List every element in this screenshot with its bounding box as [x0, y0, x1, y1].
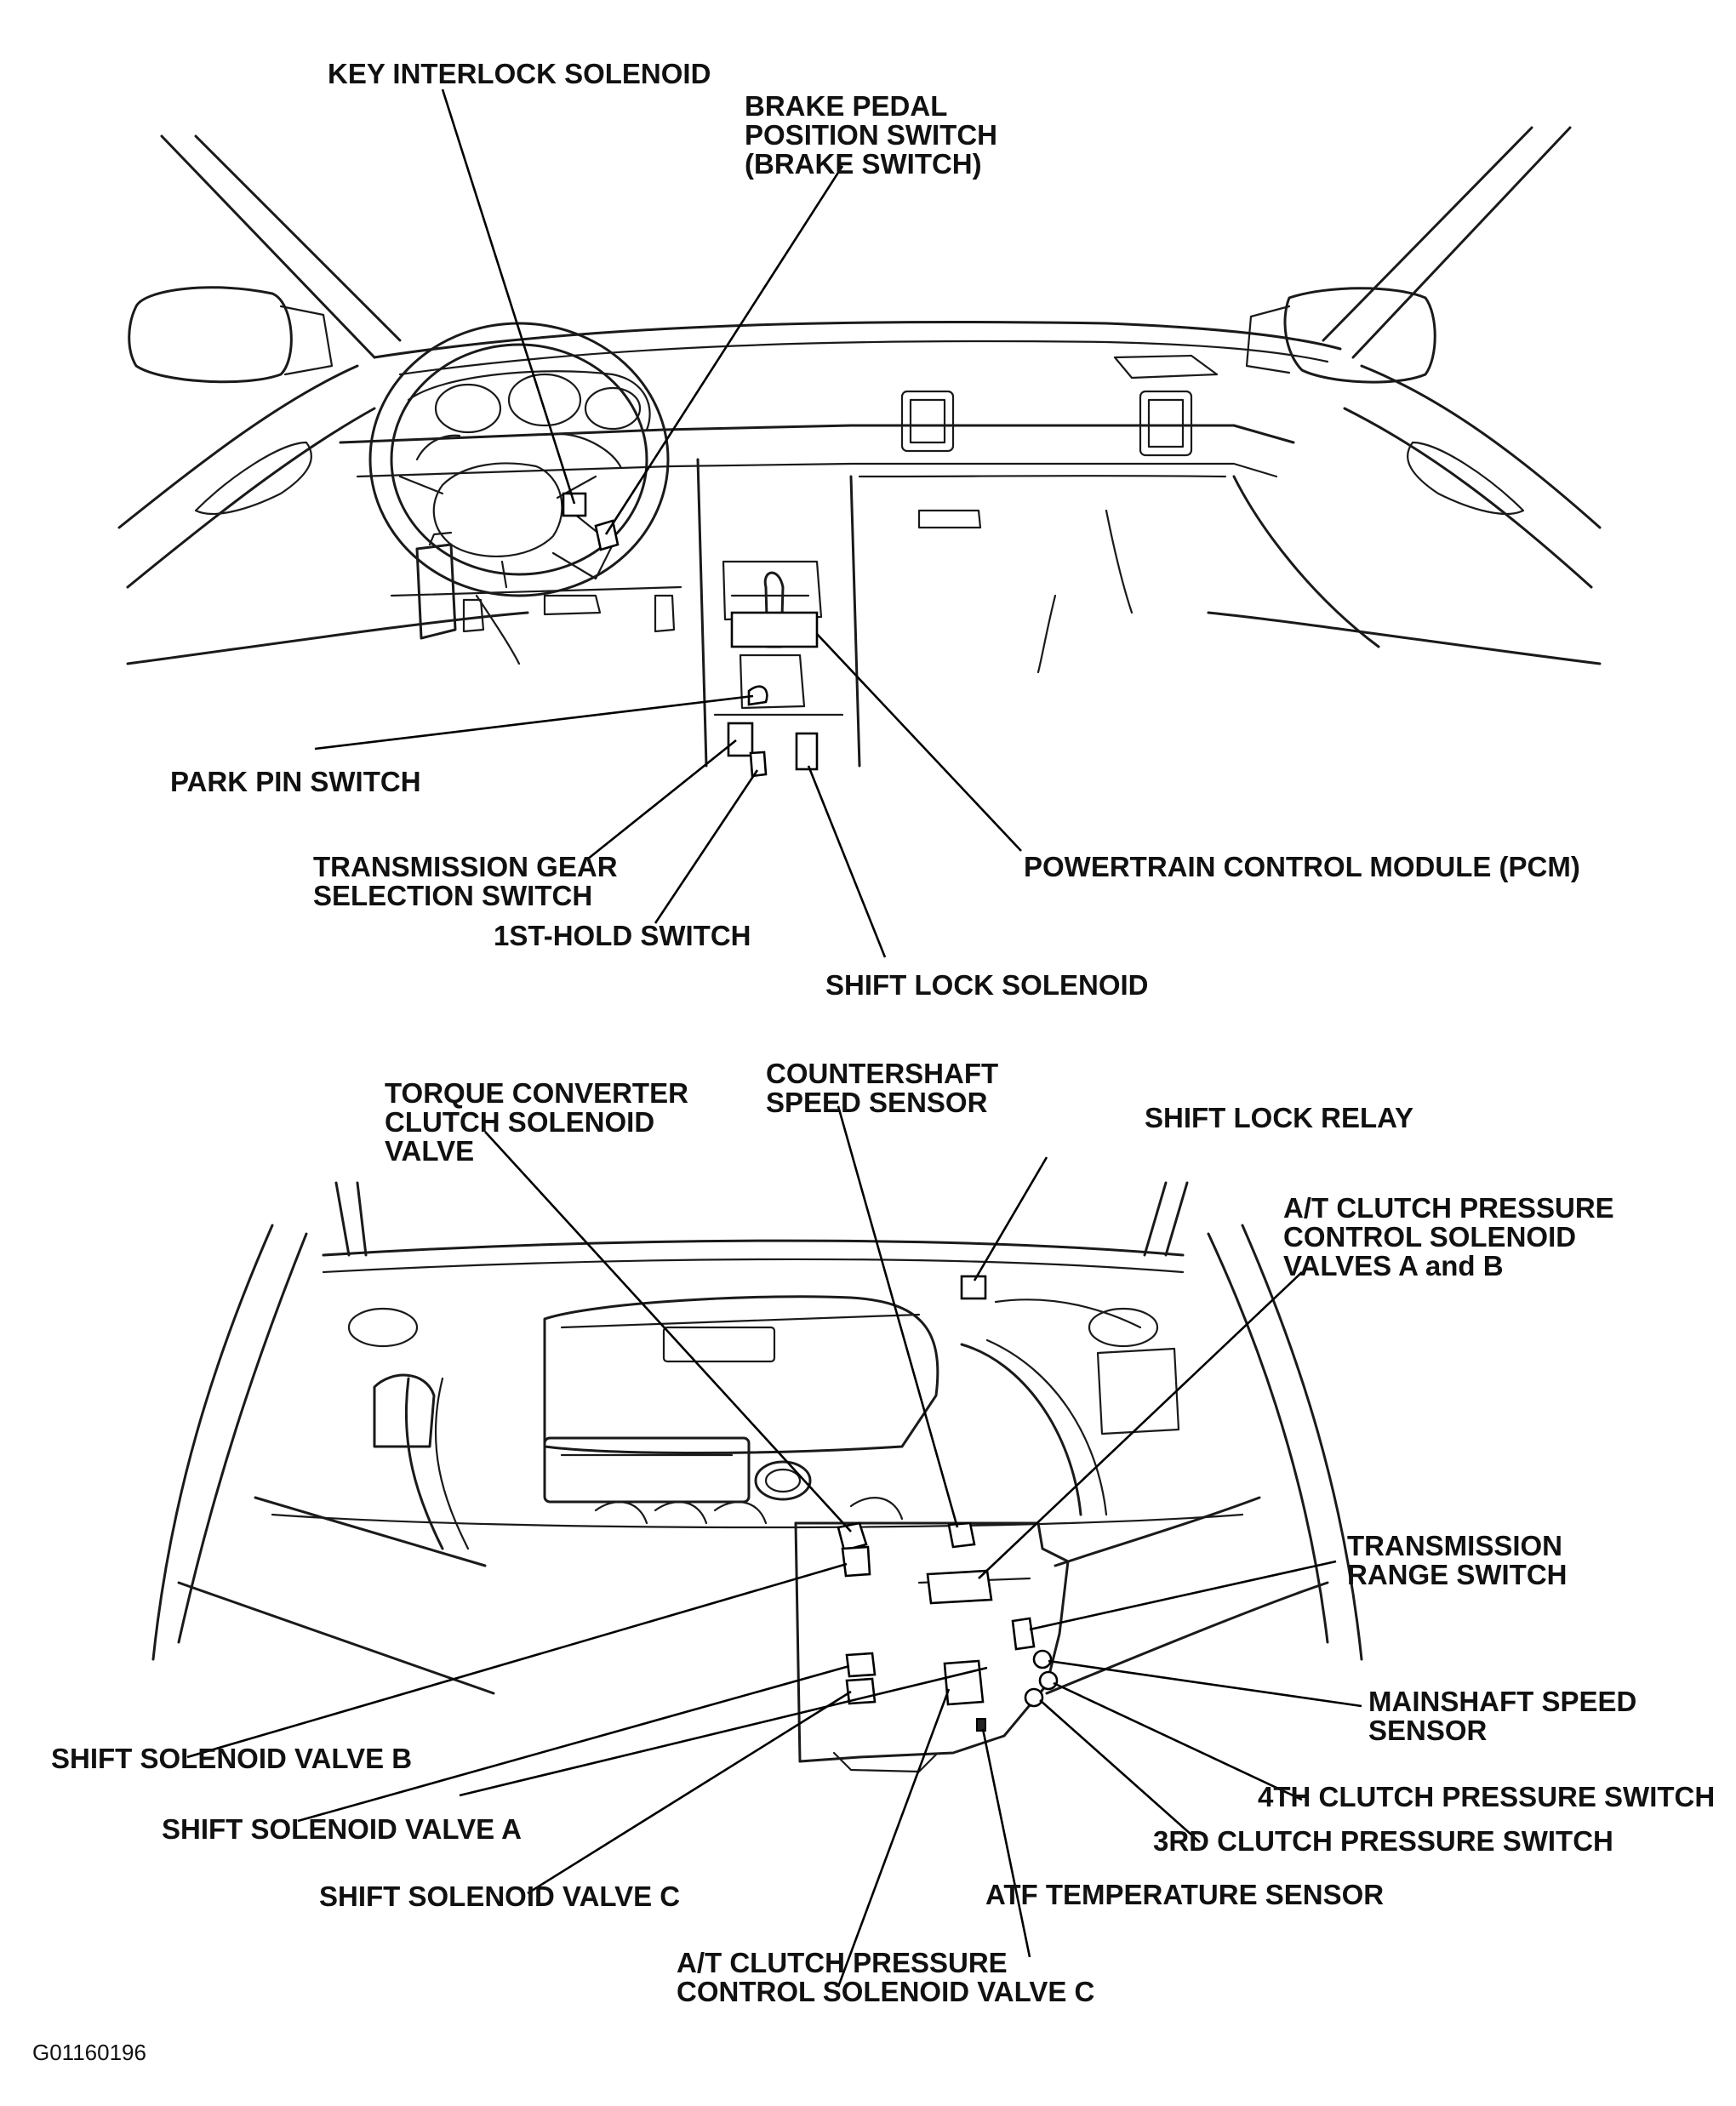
label-line: MAINSHAFT SPEED — [1368, 1686, 1637, 1717]
label-line: A/T CLUTCH PRESSURE — [677, 1947, 1008, 1978]
label-mainshaft-speed-sensor: MAINSHAFT SPEED SENSOR — [1368, 1687, 1636, 1745]
label-shift-lock-solenoid: SHIFT LOCK SOLENOID — [825, 969, 1149, 1001]
label-fourth-clutch-pressure-switch: 4TH CLUTCH PRESSURE SWITCH — [1258, 1781, 1716, 1812]
third-clutch-pressure-switch-part — [1024, 1687, 1044, 1708]
label-atf-temperature-sensor: ATF TEMPERATURE SENSOR — [985, 1879, 1385, 1910]
label-line: SPEED SENSOR — [766, 1087, 988, 1118]
label-line: TRANSMISSION — [1347, 1530, 1563, 1561]
label-third-clutch-pressure-switch: 3RD CLUTCH PRESSURE SWITCH — [1153, 1825, 1613, 1857]
key-interlock-solenoid-part — [562, 492, 587, 517]
shift-lock-solenoid-part — [795, 732, 819, 771]
engine-leader-lines — [186, 1105, 1362, 1988]
label-line: CONTROL SOLENOID — [1283, 1221, 1577, 1253]
label-line: VALVES A and B — [1283, 1250, 1504, 1281]
engine-compartment-drawing — [151, 1181, 1363, 1773]
shift-lock-relay-part — [960, 1275, 987, 1300]
pcm-part — [730, 611, 819, 648]
label-line: COUNTERSHAFT — [766, 1058, 999, 1089]
at-clutch-pressure-control-solenoid-valve-c-part — [943, 1659, 985, 1706]
at-clutch-pressure-control-solenoid-valves-ab-part — [926, 1569, 993, 1605]
label-line: (BRAKE SWITCH) — [745, 148, 982, 180]
label-first-hold-switch: 1ST-HOLD SWITCH — [494, 920, 751, 951]
label-line: SENSOR — [1368, 1715, 1488, 1746]
label-line: VALVE — [385, 1135, 475, 1167]
interior-dashboard-drawing — [117, 126, 1602, 778]
label-park-pin-switch: PARK PIN SWITCH — [170, 766, 421, 797]
interior-leader-lines — [314, 88, 1022, 958]
transmission-range-switch-part — [1011, 1617, 1036, 1651]
label-line: CLUTCH SOLENOID — [385, 1106, 655, 1138]
mainshaft-speed-sensor-part — [1032, 1649, 1053, 1669]
label-line: SELECTION SWITCH — [313, 880, 593, 911]
label-transmission-gear-selection-switch: TRANSMISSION GEAR SELECTION SWITCH — [313, 853, 618, 910]
label-shift-lock-relay: SHIFT LOCK RELAY — [1145, 1102, 1413, 1133]
label-line: TORQUE CONVERTER — [385, 1077, 688, 1109]
transmission-gear-selection-switch-part — [727, 722, 754, 757]
torque-converter-clutch-solenoid-valve-part — [837, 1521, 868, 1552]
label-transmission-range-switch: TRANSMISSION RANGE SWITCH — [1347, 1532, 1568, 1589]
label-powertrain-control-module: POWERTRAIN CONTROL MODULE (PCM) — [1024, 851, 1580, 882]
label-torque-converter-clutch-solenoid-valve: TORQUE CONVERTER CLUTCH SOLENOID VALVE — [385, 1079, 688, 1166]
shift-solenoid-valve-b-part — [841, 1545, 871, 1578]
countershaft-speed-sensor-part — [947, 1521, 976, 1549]
label-countershaft-speed-sensor: COUNTERSHAFT SPEED SENSOR — [766, 1059, 998, 1117]
label-shift-solenoid-valve-b: SHIFT SOLENOID VALVE B — [51, 1743, 413, 1774]
label-shift-solenoid-valve-a: SHIFT SOLENOID VALVE A — [162, 1813, 522, 1845]
label-shift-solenoid-valve-c: SHIFT SOLENOID VALVE C — [319, 1881, 681, 1912]
label-at-clutch-pressure-control-solenoid-valve-c: A/T CLUTCH PRESSURE CONTROL SOLENOID VAL… — [677, 1949, 1094, 2006]
label-at-clutch-pressure-control-solenoid-valves-ab: A/T CLUTCH PRESSURE CONTROL SOLENOID VAL… — [1283, 1194, 1614, 1281]
label-line: POSITION SWITCH — [745, 119, 997, 151]
park-pin-switch-part — [747, 685, 768, 706]
label-line: RANGE SWITCH — [1347, 1559, 1568, 1590]
shift-solenoid-valve-a-part — [845, 1652, 877, 1678]
figure-id: G01160196 — [32, 2040, 146, 2065]
label-key-interlock-solenoid: KEY INTERLOCK SOLENOID — [328, 58, 711, 89]
label-line: CONTROL SOLENOID VALVE C — [677, 1976, 1095, 2007]
label-line: BRAKE PEDAL — [745, 90, 948, 122]
brake-pedal-position-switch-part — [594, 519, 620, 551]
label-line: A/T CLUTCH PRESSURE — [1283, 1192, 1614, 1224]
label-line: TRANSMISSION GEAR — [313, 851, 618, 882]
fourth-clutch-pressure-switch-part — [1038, 1670, 1059, 1691]
first-hold-switch-part — [749, 751, 768, 778]
label-brake-pedal-position-switch: BRAKE PEDAL POSITION SWITCH (BRAKE SWITC… — [745, 92, 997, 179]
atf-temperature-sensor-part — [976, 1718, 986, 1732]
